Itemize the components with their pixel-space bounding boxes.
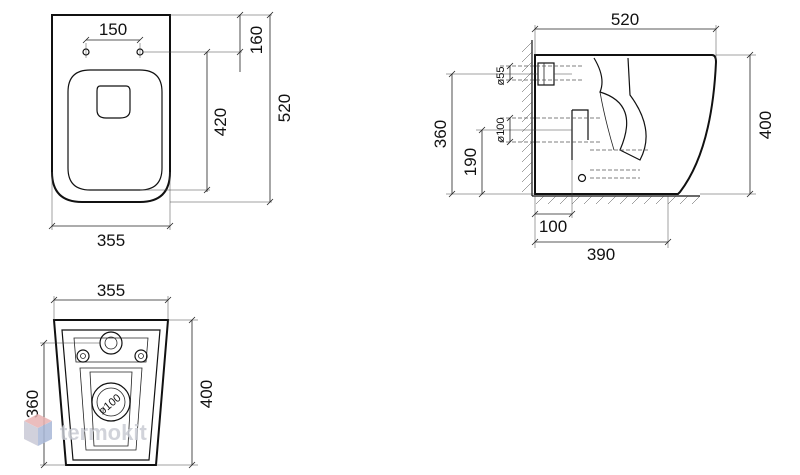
rear-width-label: 355 bbox=[97, 281, 125, 300]
front-seat-outline bbox=[67, 69, 163, 191]
front-width-label: 355 bbox=[97, 231, 125, 250]
side-inlet-height-label: 360 bbox=[431, 120, 450, 148]
rear-outlet-circle bbox=[91, 382, 131, 422]
side-base-depth-label: 390 bbox=[587, 245, 615, 264]
front-mount-to-bottom-label: 420 bbox=[211, 108, 230, 136]
rear-bolt-left bbox=[76, 349, 90, 363]
rear-inlet-circle bbox=[99, 331, 123, 355]
front-pan-outline bbox=[96, 85, 131, 119]
side-height-label: 400 bbox=[756, 111, 775, 139]
side-view: 520 400 360 190 ø55 ø100 bbox=[431, 10, 775, 264]
rear-view: ø100 355 360 400 bbox=[23, 281, 216, 469]
rear-height-label: 400 bbox=[197, 380, 216, 408]
front-outer-outline bbox=[51, 14, 171, 203]
front-mount-spacing-label: 150 bbox=[99, 20, 127, 39]
front-view: 150 160 420 520 355 bbox=[48, 11, 294, 250]
front-mount-height-label: 160 bbox=[247, 26, 266, 54]
side-length-label: 520 bbox=[611, 10, 639, 29]
side-outlet-diameter-label: ø100 bbox=[495, 117, 507, 142]
rear-bolt-right bbox=[134, 349, 148, 363]
side-trap-path bbox=[593, 57, 647, 161]
side-outlet-height-label: 190 bbox=[461, 148, 480, 176]
watermark-cube-icon bbox=[24, 414, 52, 446]
watermark: termokit bbox=[24, 414, 147, 446]
side-outlet bbox=[571, 109, 589, 160]
side-body-outline bbox=[534, 54, 718, 195]
watermark-text: termokit bbox=[60, 420, 147, 445]
side-inlet-diameter-label: ø55 bbox=[495, 67, 507, 86]
rear-inner-outline bbox=[61, 329, 161, 461]
side-outlet-offset-label: 100 bbox=[539, 217, 567, 236]
rear-inlet-height-label: 360 bbox=[23, 390, 42, 418]
front-total-length-label: 520 bbox=[275, 94, 294, 122]
